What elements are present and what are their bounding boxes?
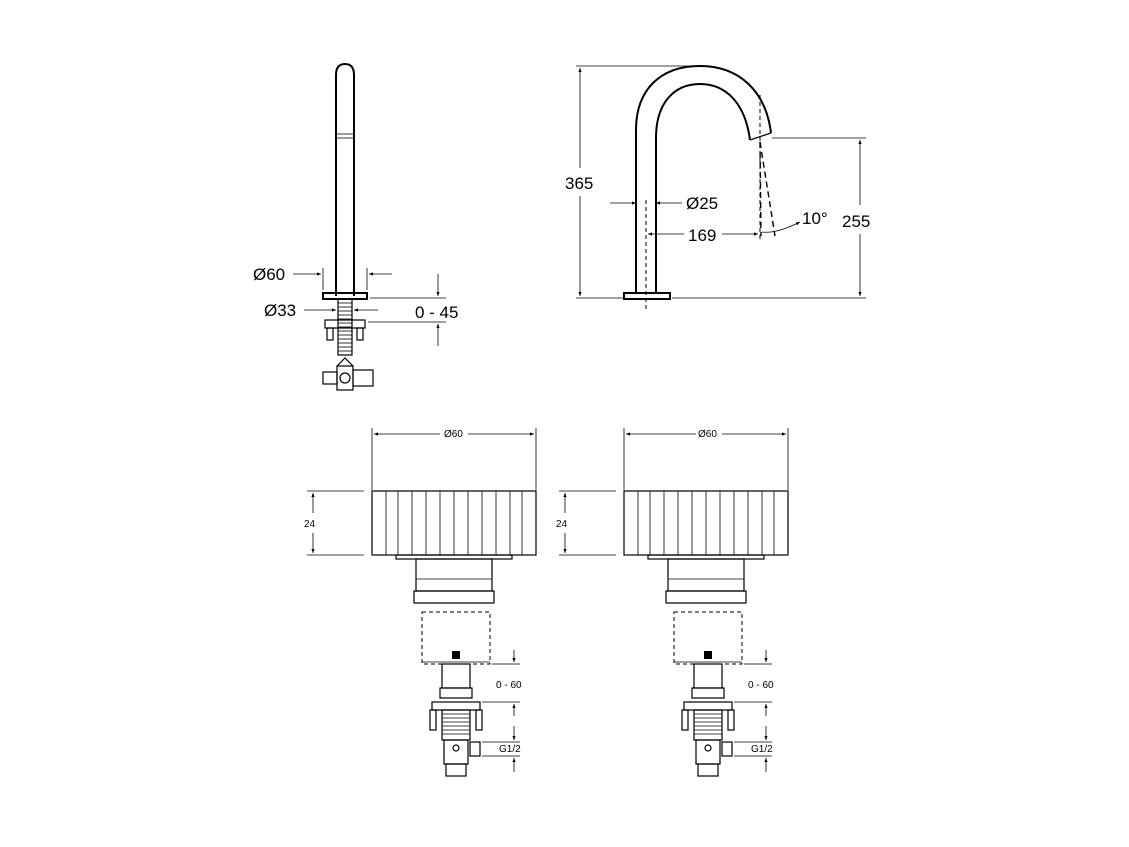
handle-left-dim-deck-range: 0 - 60 [496, 680, 522, 691]
handle-right: Ø60 24 [556, 428, 789, 777]
front-view: 365 255 Ø25 169 10° [565, 64, 870, 312]
side-dim-deck-thickness: 0 - 45 [415, 303, 458, 322]
side-dim-diameter-33: Ø33 [264, 301, 296, 320]
handle-right-dim-connection: G1/2 [751, 744, 773, 755]
handle-right-dim-height: 24 [556, 519, 568, 530]
front-dim-outlet-height: 255 [842, 212, 870, 231]
handle-left: Ø60 24 [304, 428, 537, 777]
side-dim-diameter-60: Ø60 [253, 265, 285, 284]
front-dim-reach: 169 [688, 226, 716, 245]
front-dim-angle: 10° [802, 209, 828, 228]
side-view: Ø60 Ø33 0 - 45 [253, 62, 458, 391]
handle-left-dim-diameter: Ø60 [444, 429, 463, 440]
front-dim-height-total: 365 [565, 174, 593, 193]
handle-right-dim-deck-range: 0 - 60 [748, 680, 774, 691]
handle-right-dim-diameter: Ø60 [698, 429, 717, 440]
handle-left-dim-connection: G1/2 [499, 744, 521, 755]
handle-left-dim-height: 24 [304, 519, 316, 530]
front-dim-pipe-diameter: Ø25 [686, 194, 718, 213]
